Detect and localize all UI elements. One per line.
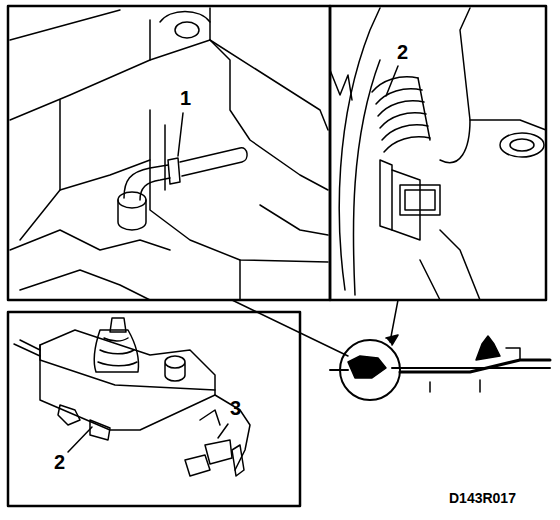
drawing-code: D143R017 [448,491,517,505]
callout-number: 3 [229,398,242,418]
callout-number: 2 [53,452,66,472]
shifter-detail [14,318,250,476]
inset-frame [8,312,300,506]
boot-detail [330,8,546,300]
vehicle-overview [330,336,550,400]
callout-leader [218,424,228,438]
inset-frame [8,6,330,300]
detail-leader [232,300,348,356]
callout-leader [68,427,92,452]
callout-leader [386,66,398,96]
callout-number: 1 [179,88,192,108]
inset-frame [330,6,546,300]
callout-leader [178,113,183,156]
callout-number: 2 [396,42,409,62]
tunnel-detail [10,8,328,300]
detail-leader [386,335,398,345]
